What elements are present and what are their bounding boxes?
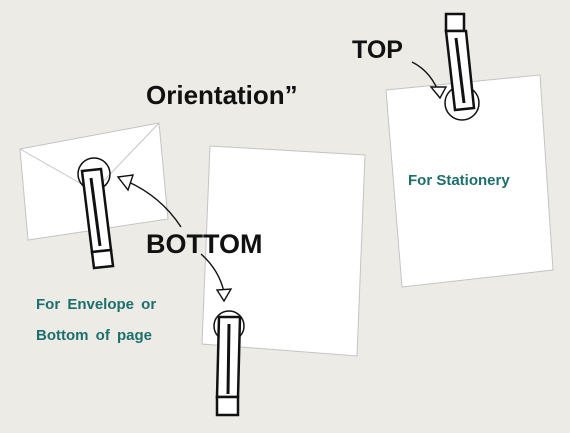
- envelope-clip-icon: [77, 157, 115, 270]
- bottom-arrow-icon: [200, 253, 233, 303]
- top-label: TOP: [352, 36, 403, 64]
- envelope-note-line2: Bottom of page: [36, 327, 152, 344]
- envelope-note: For Envelope or Bottom of page: [36, 289, 156, 351]
- top-clip-icon: [444, 12, 480, 121]
- top-arrow-icon: [411, 61, 448, 100]
- stationery-note: For Stationery: [408, 172, 510, 189]
- bottom-clip-icon: [213, 310, 245, 417]
- envelope-note-line1: For Envelope or: [36, 296, 157, 313]
- orientation-title: Orientation”: [146, 80, 298, 110]
- envelope-arrow-icon: [116, 174, 182, 228]
- bottom-label: BOTTOM: [146, 229, 263, 259]
- stationery-paper-sheet-icon: [385, 74, 554, 288]
- bottom-paper-sheet-icon: [201, 145, 366, 357]
